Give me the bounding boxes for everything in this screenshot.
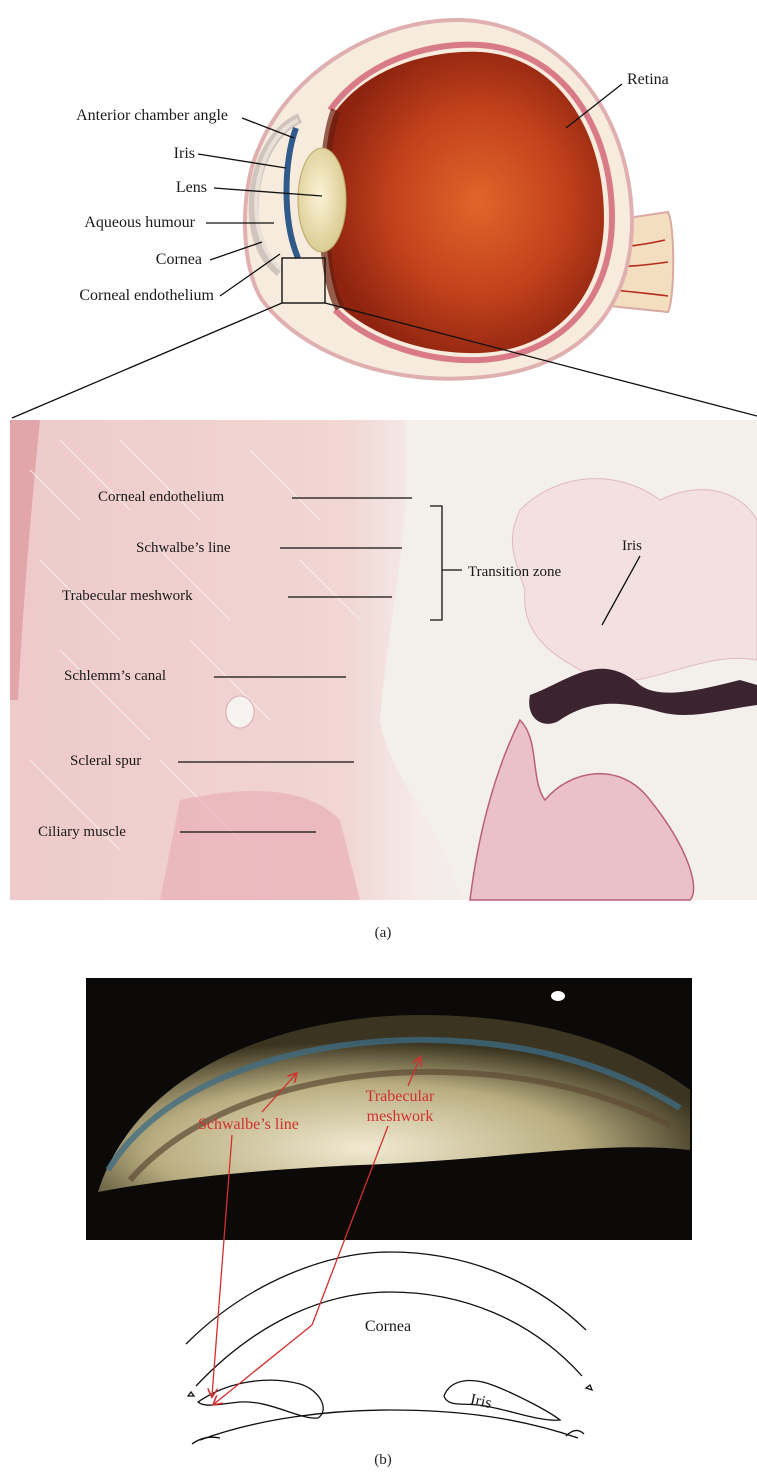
caption-b: (b) <box>374 1452 392 1468</box>
gonioscopy-panel: Schwalbe’s line Trabecular meshwork <box>86 978 692 1240</box>
label-aqueous-humour: Aqueous humour <box>84 214 195 231</box>
label-scleral-spur: Scleral spur <box>70 753 141 769</box>
label-trabecular-gonio-1: Trabecular <box>366 1088 435 1105</box>
label-transition-zone: Transition zone <box>468 564 562 580</box>
label-corneal-endothelium-top: Corneal endothelium <box>79 287 214 304</box>
label-retina: Retina <box>627 71 669 88</box>
label-schlemms-canal: Schlemm’s canal <box>64 668 166 684</box>
label-schwalbes-line-hist: Schwalbe’s line <box>136 540 231 556</box>
label-lens: Lens <box>176 179 207 196</box>
histology-panel: Corneal endothelium Schwalbe’s line Trab… <box>10 420 757 900</box>
label-corneal-endothelium-hist: Corneal endothelium <box>98 489 225 505</box>
label-trabecular-gonio-2: meshwork <box>367 1108 434 1125</box>
label-iris-top: Iris <box>174 145 195 162</box>
lens-shape <box>298 148 346 252</box>
eye-cross-section: Anterior chamber angle Iris Lens Aqueous… <box>12 20 757 418</box>
label-iris-hist: Iris <box>622 538 642 554</box>
label-iris-drawing: Iris <box>469 1391 493 1412</box>
label-cornea-top: Cornea <box>156 251 202 268</box>
caption-a: (a) <box>375 925 392 941</box>
label-cornea-drawing: Cornea <box>365 1318 411 1335</box>
vitreous-body <box>324 52 604 353</box>
label-trabecular-meshwork-hist: Trabecular meshwork <box>62 588 193 604</box>
label-schwalbes-line-gonio: Schwalbe’s line <box>198 1116 299 1133</box>
label-ciliary-muscle: Ciliary muscle <box>38 824 126 840</box>
label-anterior-chamber-angle: Anterior chamber angle <box>76 107 228 124</box>
